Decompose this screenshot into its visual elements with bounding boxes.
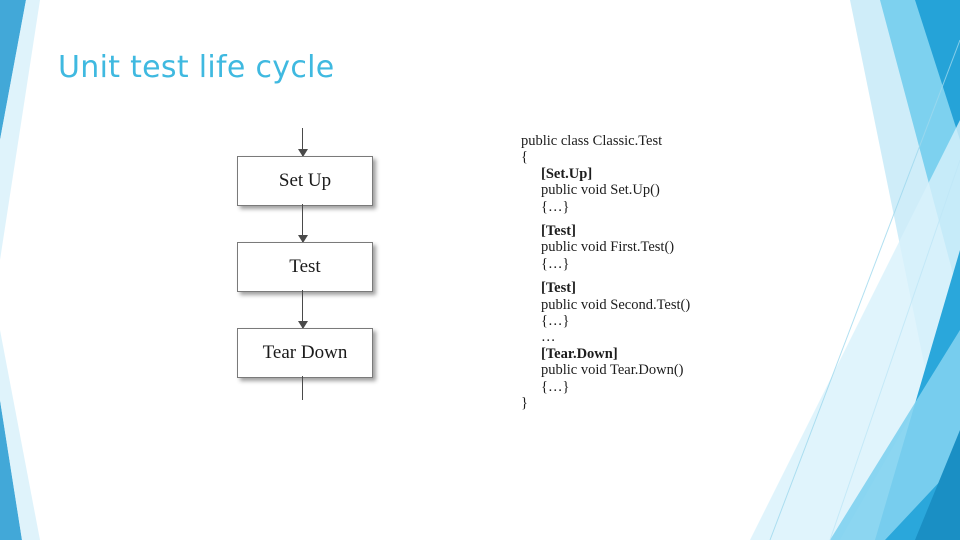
- code-sample: public class Classic.Test{[Set.Up]public…: [521, 133, 821, 412]
- code-blank-line: [521, 272, 821, 280]
- code-line: public void Set.Up(): [541, 182, 660, 199]
- flow-box-teardown: Tear Down: [237, 328, 373, 378]
- code-line: [Tear.Down]: [541, 345, 618, 362]
- code-line: public void Tear.Down(): [541, 362, 684, 379]
- flow-arrow-line-top: [302, 128, 303, 156]
- flow-box-test: Test: [237, 242, 373, 292]
- code-line: {…}: [541, 198, 570, 215]
- code-line: public void Second.Test(): [541, 296, 691, 313]
- code-line: }: [521, 395, 528, 412]
- flow-arrow-line-bottom: [302, 376, 303, 400]
- unit-test-life-cycle-flow: Set Up Test Tear Down: [232, 128, 392, 400]
- code-line: [Test]: [541, 280, 576, 297]
- code-line: [Test]: [541, 223, 576, 240]
- flow-arrow-line-test-teardown: [302, 290, 303, 328]
- code-line: …: [541, 329, 556, 346]
- code-line: {…}: [541, 255, 570, 272]
- flow-arrow-line-setup-test: [302, 204, 303, 242]
- code-line: public class Classic.Test: [521, 133, 663, 149]
- code-line: {…}: [541, 378, 570, 395]
- code-line: {: [521, 149, 528, 166]
- flow-arrow-head-setup-test: [298, 235, 308, 243]
- flow-arrow-head-top: [298, 149, 308, 157]
- code-line: public void First.Test(): [541, 239, 675, 256]
- flow-box-setup: Set Up: [237, 156, 373, 206]
- page-title: Unit test life cycle: [58, 50, 335, 85]
- code-line: [Set.Up]: [541, 165, 593, 182]
- code-line: {…}: [541, 313, 570, 330]
- code-blank-line: [521, 215, 821, 223]
- flow-arrow-head-test-teardown: [298, 321, 308, 329]
